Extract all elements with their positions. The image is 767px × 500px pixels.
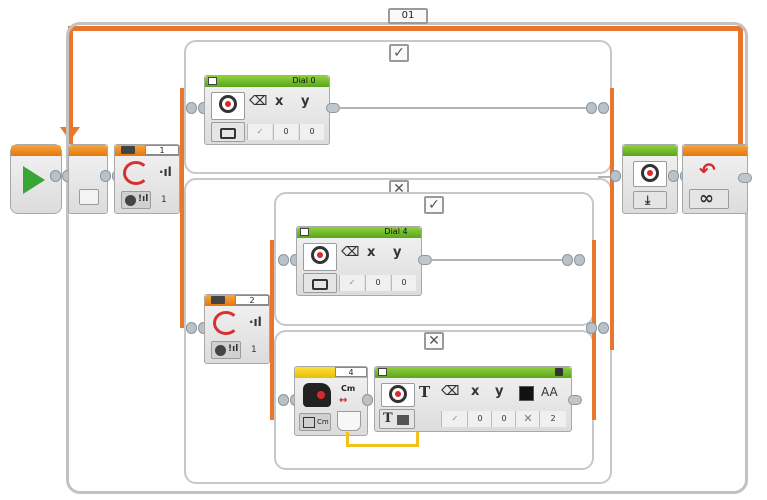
switch1-port-box[interactable]: !ıl xyxy=(121,191,151,209)
port-grid-icon xyxy=(303,417,315,428)
eraser-icon: ⌫ xyxy=(341,245,360,260)
block-menu-icon[interactable] xyxy=(208,77,217,85)
dial0-x-value[interactable]: 0 xyxy=(273,124,298,140)
eraser-icon: ⌫ xyxy=(441,384,460,399)
display-brick-icon xyxy=(555,368,563,376)
switch2-true-exit-connector xyxy=(562,254,586,266)
block-menu-icon[interactable] xyxy=(378,368,387,376)
loop-wire-left xyxy=(68,26,73,144)
text-color-value[interactable]: ✕ xyxy=(515,411,540,427)
switch1-count: 1 xyxy=(161,195,167,205)
font-size-label: AA xyxy=(541,385,558,399)
dial0-label[interactable]: Dial 0 xyxy=(292,76,316,85)
switch1-true-tab[interactable]: ✓ xyxy=(389,44,409,62)
switch2-count: 1 xyxy=(251,345,257,355)
dial0-clear-value[interactable]: ✓ xyxy=(247,124,272,140)
display-image-icon[interactable] xyxy=(389,385,407,403)
dial4-display-block[interactable]: Dial 4 ⌫ x y ✓ 0 0 xyxy=(296,226,422,296)
loop-arrow-icon xyxy=(60,127,80,141)
switch2-label[interactable]: 2 xyxy=(235,295,269,305)
dial0-x-label: x xyxy=(275,94,284,109)
loop-wire-top xyxy=(70,26,742,31)
block-menu-icon[interactable] xyxy=(300,228,309,236)
dial4-x-label: x xyxy=(367,245,376,260)
loop-mode-box[interactable]: ∞ xyxy=(689,188,729,209)
switch2-false-tab[interactable]: ✕ xyxy=(424,332,444,350)
gear-icon xyxy=(125,195,136,206)
display-image-icon[interactable] xyxy=(641,164,659,182)
ultrasonic-mode-value: Cm xyxy=(317,418,329,426)
folder-icon[interactable] xyxy=(303,273,337,293)
switch2-port-box[interactable]: !ıl xyxy=(211,341,241,359)
text-size-value[interactable]: 2 xyxy=(539,411,566,427)
loop-return-icon: ↶ xyxy=(699,158,716,182)
dial4-x-value[interactable]: 0 xyxy=(365,275,390,291)
dial0-y-value[interactable]: 0 xyxy=(299,124,324,140)
motor-rotation-icon[interactable] xyxy=(123,161,149,185)
ultrasonic-mode-box[interactable]: Cm xyxy=(299,413,331,431)
distance-arrow-icon: ↔ xyxy=(339,395,348,406)
display-image-icon[interactable] xyxy=(219,95,237,113)
play-icon[interactable] xyxy=(23,166,45,194)
ultrasonic-sensor-icon xyxy=(303,383,331,407)
ultrasonic-unit-label: Cm xyxy=(341,384,356,393)
loop-label[interactable]: 01 xyxy=(388,8,428,24)
display-image-icon[interactable] xyxy=(311,246,329,264)
display-text-block[interactable]: T ⌫ x y AA T ✓ 0 0 ✕ 2 xyxy=(374,366,572,432)
color-square-icon xyxy=(519,386,534,401)
dial4-y-value[interactable]: 0 xyxy=(391,275,416,291)
ultrasonic-output[interactable] xyxy=(337,411,361,431)
loop-end-block[interactable]: ↶ ∞ xyxy=(682,144,748,214)
download-icon[interactable]: ⤓ xyxy=(633,191,667,209)
text-input-box[interactable]: T xyxy=(379,409,415,429)
switch1-mode-icon xyxy=(121,146,135,154)
dial0-display-block[interactable]: Dial 0 ⌫ x y ✓ 0 0 xyxy=(204,75,330,145)
text-clear-value[interactable]: ✓ xyxy=(441,411,468,427)
switch2-block[interactable]: 2 ·ıl !ıl 1 xyxy=(204,294,270,364)
loop-wire-right xyxy=(738,26,743,146)
dial0-y-label: y xyxy=(301,94,310,109)
gear-icon xyxy=(215,345,226,356)
text-x-label: x xyxy=(471,384,480,399)
text-y-label: y xyxy=(495,384,504,399)
dial4-y-label: y xyxy=(393,245,402,260)
loop-end-out-connector xyxy=(738,173,752,183)
text-mode-label: T xyxy=(419,383,431,401)
switch1-true-exit-connector xyxy=(586,102,610,114)
signal-icon: ·ıl xyxy=(249,315,262,329)
eraser-icon: ⌫ xyxy=(249,94,268,109)
ultrasonic-label[interactable]: 4 xyxy=(335,367,367,377)
switch1-exit-connector xyxy=(586,322,610,334)
folder-icon[interactable] xyxy=(211,122,245,142)
display-text-out-connector xyxy=(568,395,582,405)
switch1-block[interactable]: 1 ·ıl !ıl 1 xyxy=(114,144,180,214)
text-y-value[interactable]: 0 xyxy=(491,411,516,427)
dial4-clear-value[interactable]: ✓ xyxy=(339,275,364,291)
data-wire xyxy=(346,432,349,446)
infinity-icon: ∞ xyxy=(699,188,714,209)
text-x-value[interactable]: 0 xyxy=(467,411,492,427)
motor-rotation-icon[interactable] xyxy=(213,311,239,335)
signal-icon: ·ıl xyxy=(159,165,172,179)
dial4-label[interactable]: Dial 4 xyxy=(384,227,408,236)
switch2-true-tab[interactable]: ✓ xyxy=(424,196,444,214)
switch1-label[interactable]: 1 xyxy=(145,145,179,155)
ultrasonic-sensor-block[interactable]: 4 Cm ↔ Cm xyxy=(294,366,368,436)
